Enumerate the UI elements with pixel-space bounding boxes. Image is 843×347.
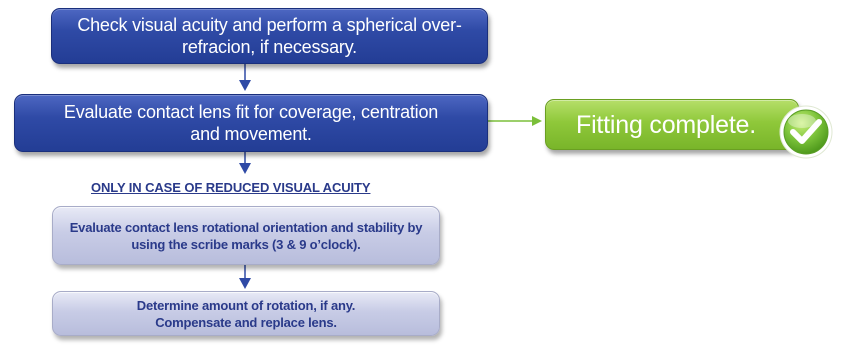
step-rotational-orientation: Evaluate contact lens rotational orienta… [52,206,440,265]
result-fitting-complete: Fitting complete. [545,99,799,150]
step-evaluate-fit-label: Evaluate contact lens fit for coverage, … [63,102,439,144]
connector-step3-step4 [239,265,251,289]
step-visual-acuity-label: Check visual acuity and perform a spheri… [77,15,462,57]
step-visual-acuity: Check visual acuity and perform a spheri… [51,8,488,64]
step-rotational-orientation-label: Evaluate contact lens rotational orienta… [69,219,423,252]
step-determine-rotation-label: Determine amount of rotation, if any. Co… [136,297,356,330]
checkmark-icon [779,105,833,159]
condition-heading: ONLY IN CASE OF REDUCED VISUAL ACUITY [91,180,371,195]
connector-step1-step2 [239,64,251,91]
connector-step2-result [488,116,542,126]
result-label: Fitting complete. [576,110,757,139]
step-evaluate-fit: Evaluate contact lens fit for coverage, … [14,94,488,152]
step-determine-rotation: Determine amount of rotation, if any. Co… [52,291,440,336]
connector-step2-condition [239,152,251,174]
